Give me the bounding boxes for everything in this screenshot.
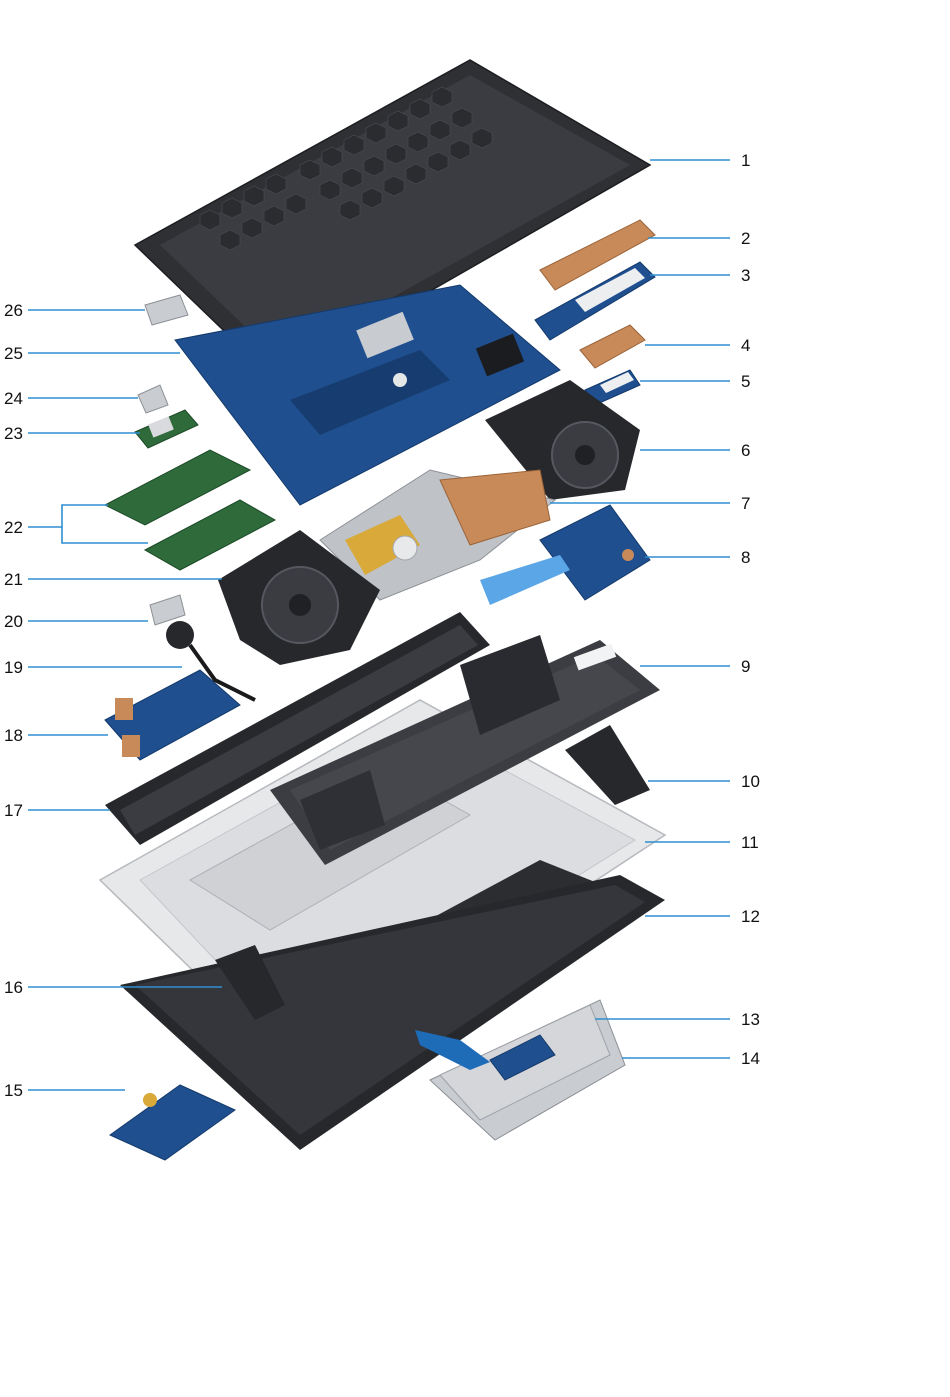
callout-7: 7 <box>741 494 750 513</box>
power-button-bracket <box>150 595 185 625</box>
callout-8: 8 <box>741 548 750 567</box>
callout-1: 1 <box>741 151 750 170</box>
callout-21: 21 <box>4 570 23 589</box>
ssd-2230-shield <box>580 325 645 368</box>
callout-10: 10 <box>741 772 760 791</box>
callout-12: 12 <box>741 907 760 926</box>
callout-20: 20 <box>4 612 23 631</box>
callout-25: 25 <box>4 344 23 363</box>
callout-2: 2 <box>741 229 750 248</box>
callout-3: 3 <box>741 266 750 285</box>
callout-5: 5 <box>741 372 750 391</box>
callout-11: 11 <box>741 833 759 852</box>
callout-18: 18 <box>4 726 23 745</box>
callout-6: 6 <box>741 441 750 460</box>
callout-19: 19 <box>4 658 23 677</box>
callout-14: 14 <box>741 1049 760 1068</box>
type-c-bracket <box>145 295 188 325</box>
callout-22: 22 <box>4 518 23 537</box>
power-button-board <box>110 1085 235 1160</box>
callout-9: 9 <box>741 657 750 676</box>
callout-23: 23 <box>4 424 23 443</box>
wlan-bracket <box>138 385 168 413</box>
callout-16: 16 <box>4 978 23 997</box>
callout-4: 4 <box>741 336 750 355</box>
wlan-card <box>135 410 198 448</box>
callout-13: 13 <box>741 1010 760 1029</box>
callout-26: 26 <box>4 301 23 320</box>
leader-22b <box>62 527 148 543</box>
callout-17: 17 <box>4 801 23 820</box>
callout-24: 24 <box>4 389 23 408</box>
callout-15: 15 <box>4 1081 23 1100</box>
leader-22 <box>28 505 108 527</box>
